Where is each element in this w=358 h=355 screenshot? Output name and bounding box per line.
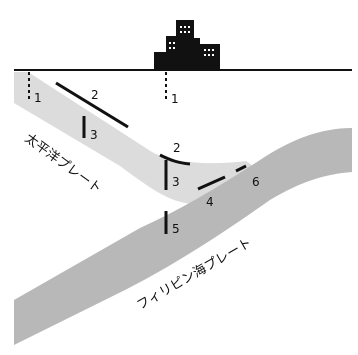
city-buildings-icon — [154, 20, 220, 70]
marker-label-5: 5 — [172, 222, 180, 236]
marker-label-3-upper: 3 — [90, 128, 98, 142]
boundary-segment-2-upper — [55, 81, 129, 129]
boundary-segment-2-lower — [159, 153, 191, 166]
boundary-segment-4 — [197, 175, 226, 191]
marker-label-2-lower: 2 — [173, 141, 181, 155]
marker-label-1-left: 1 — [34, 91, 42, 105]
marker-label-4: 4 — [206, 195, 214, 209]
philippine-plate-band — [14, 128, 352, 345]
marker-label-3-lower: 3 — [172, 175, 180, 189]
marker-label-1-center: 1 — [171, 92, 179, 106]
pacific-plate-band — [14, 72, 310, 205]
marker-label-6: 6 — [252, 175, 260, 189]
marker-label-2-upper: 2 — [91, 88, 99, 102]
boundary-segment-6 — [235, 164, 247, 173]
